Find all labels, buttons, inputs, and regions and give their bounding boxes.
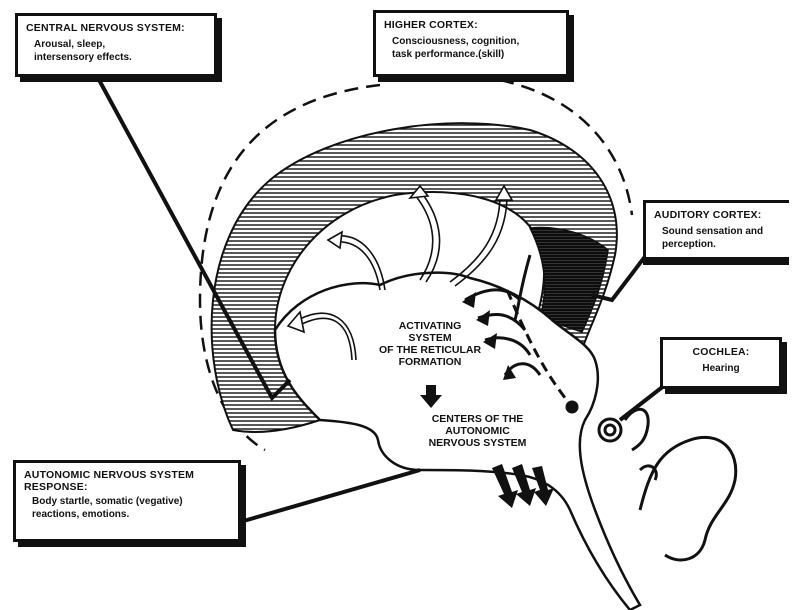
auditory-cortex-box: AUDITORY CORTEX: Sound sensation and per… [643, 200, 789, 260]
higher-cortex-title: HIGHER CORTEX: [384, 19, 558, 31]
activating-line4: FORMATION [360, 356, 500, 368]
higher-cortex-desc-line2: task performance.(skill) [392, 49, 558, 62]
cns-box: CENTRAL NERVOUS SYSTEM: Arousal, sleep, … [15, 13, 217, 77]
cochlea-desc: Hearing [671, 363, 771, 376]
auditory-cortex-title: AUDITORY CORTEX: [654, 209, 781, 221]
higher-cortex-desc: Consciousness, cognition, task performan… [384, 36, 558, 61]
ear-icon [599, 409, 736, 560]
auditory-cortex-desc-line2: perception. [662, 239, 781, 252]
cns-desc-line1: Arousal, sleep, [34, 39, 206, 52]
cochlea-box: COCHLEA: Hearing [660, 337, 782, 389]
centers-line3: NERVOUS SYSTEM [405, 437, 550, 449]
ans-desc-line1: Body startle, somatic (vegative) [32, 496, 230, 509]
activating-system-label: ACTIVATING SYSTEM OF THE RETICULAR FORMA… [360, 320, 500, 368]
activating-line2: SYSTEM [360, 332, 500, 344]
activating-line3: OF THE RETICULAR [360, 344, 500, 356]
cochlea-title: COCHLEA: [671, 346, 771, 358]
ans-title-line2: RESPONSE: [24, 481, 230, 493]
activating-line1: ACTIVATING [360, 320, 500, 332]
autonomic-centers-label: CENTERS OF THE AUTONOMIC NERVOUS SYSTEM [405, 413, 550, 449]
centers-line2: AUTONOMIC [405, 425, 550, 437]
ans-box: AUTONOMIC NERVOUS SYSTEM RESPONSE: Body … [13, 460, 241, 542]
higher-cortex-desc-line1: Consciousness, cognition, [392, 36, 558, 49]
cns-desc-line2: intersensory effects. [34, 52, 206, 65]
ans-desc: Body startle, somatic (vegative) reactio… [24, 496, 230, 521]
cns-desc: Arousal, sleep, intersensory effects. [26, 39, 206, 64]
higher-cortex-box: HIGHER CORTEX: Consciousness, cognition,… [373, 10, 569, 77]
auditory-cortex-desc-line1: Sound sensation and [662, 226, 781, 239]
ans-title: AUTONOMIC NERVOUS SYSTEM [24, 469, 230, 481]
cns-title: CENTRAL NERVOUS SYSTEM: [26, 22, 206, 34]
ans-desc-line2: reactions, emotions. [32, 509, 230, 522]
auditory-cortex-desc: Sound sensation and perception. [654, 226, 781, 251]
centers-line1: CENTERS OF THE [405, 413, 550, 425]
